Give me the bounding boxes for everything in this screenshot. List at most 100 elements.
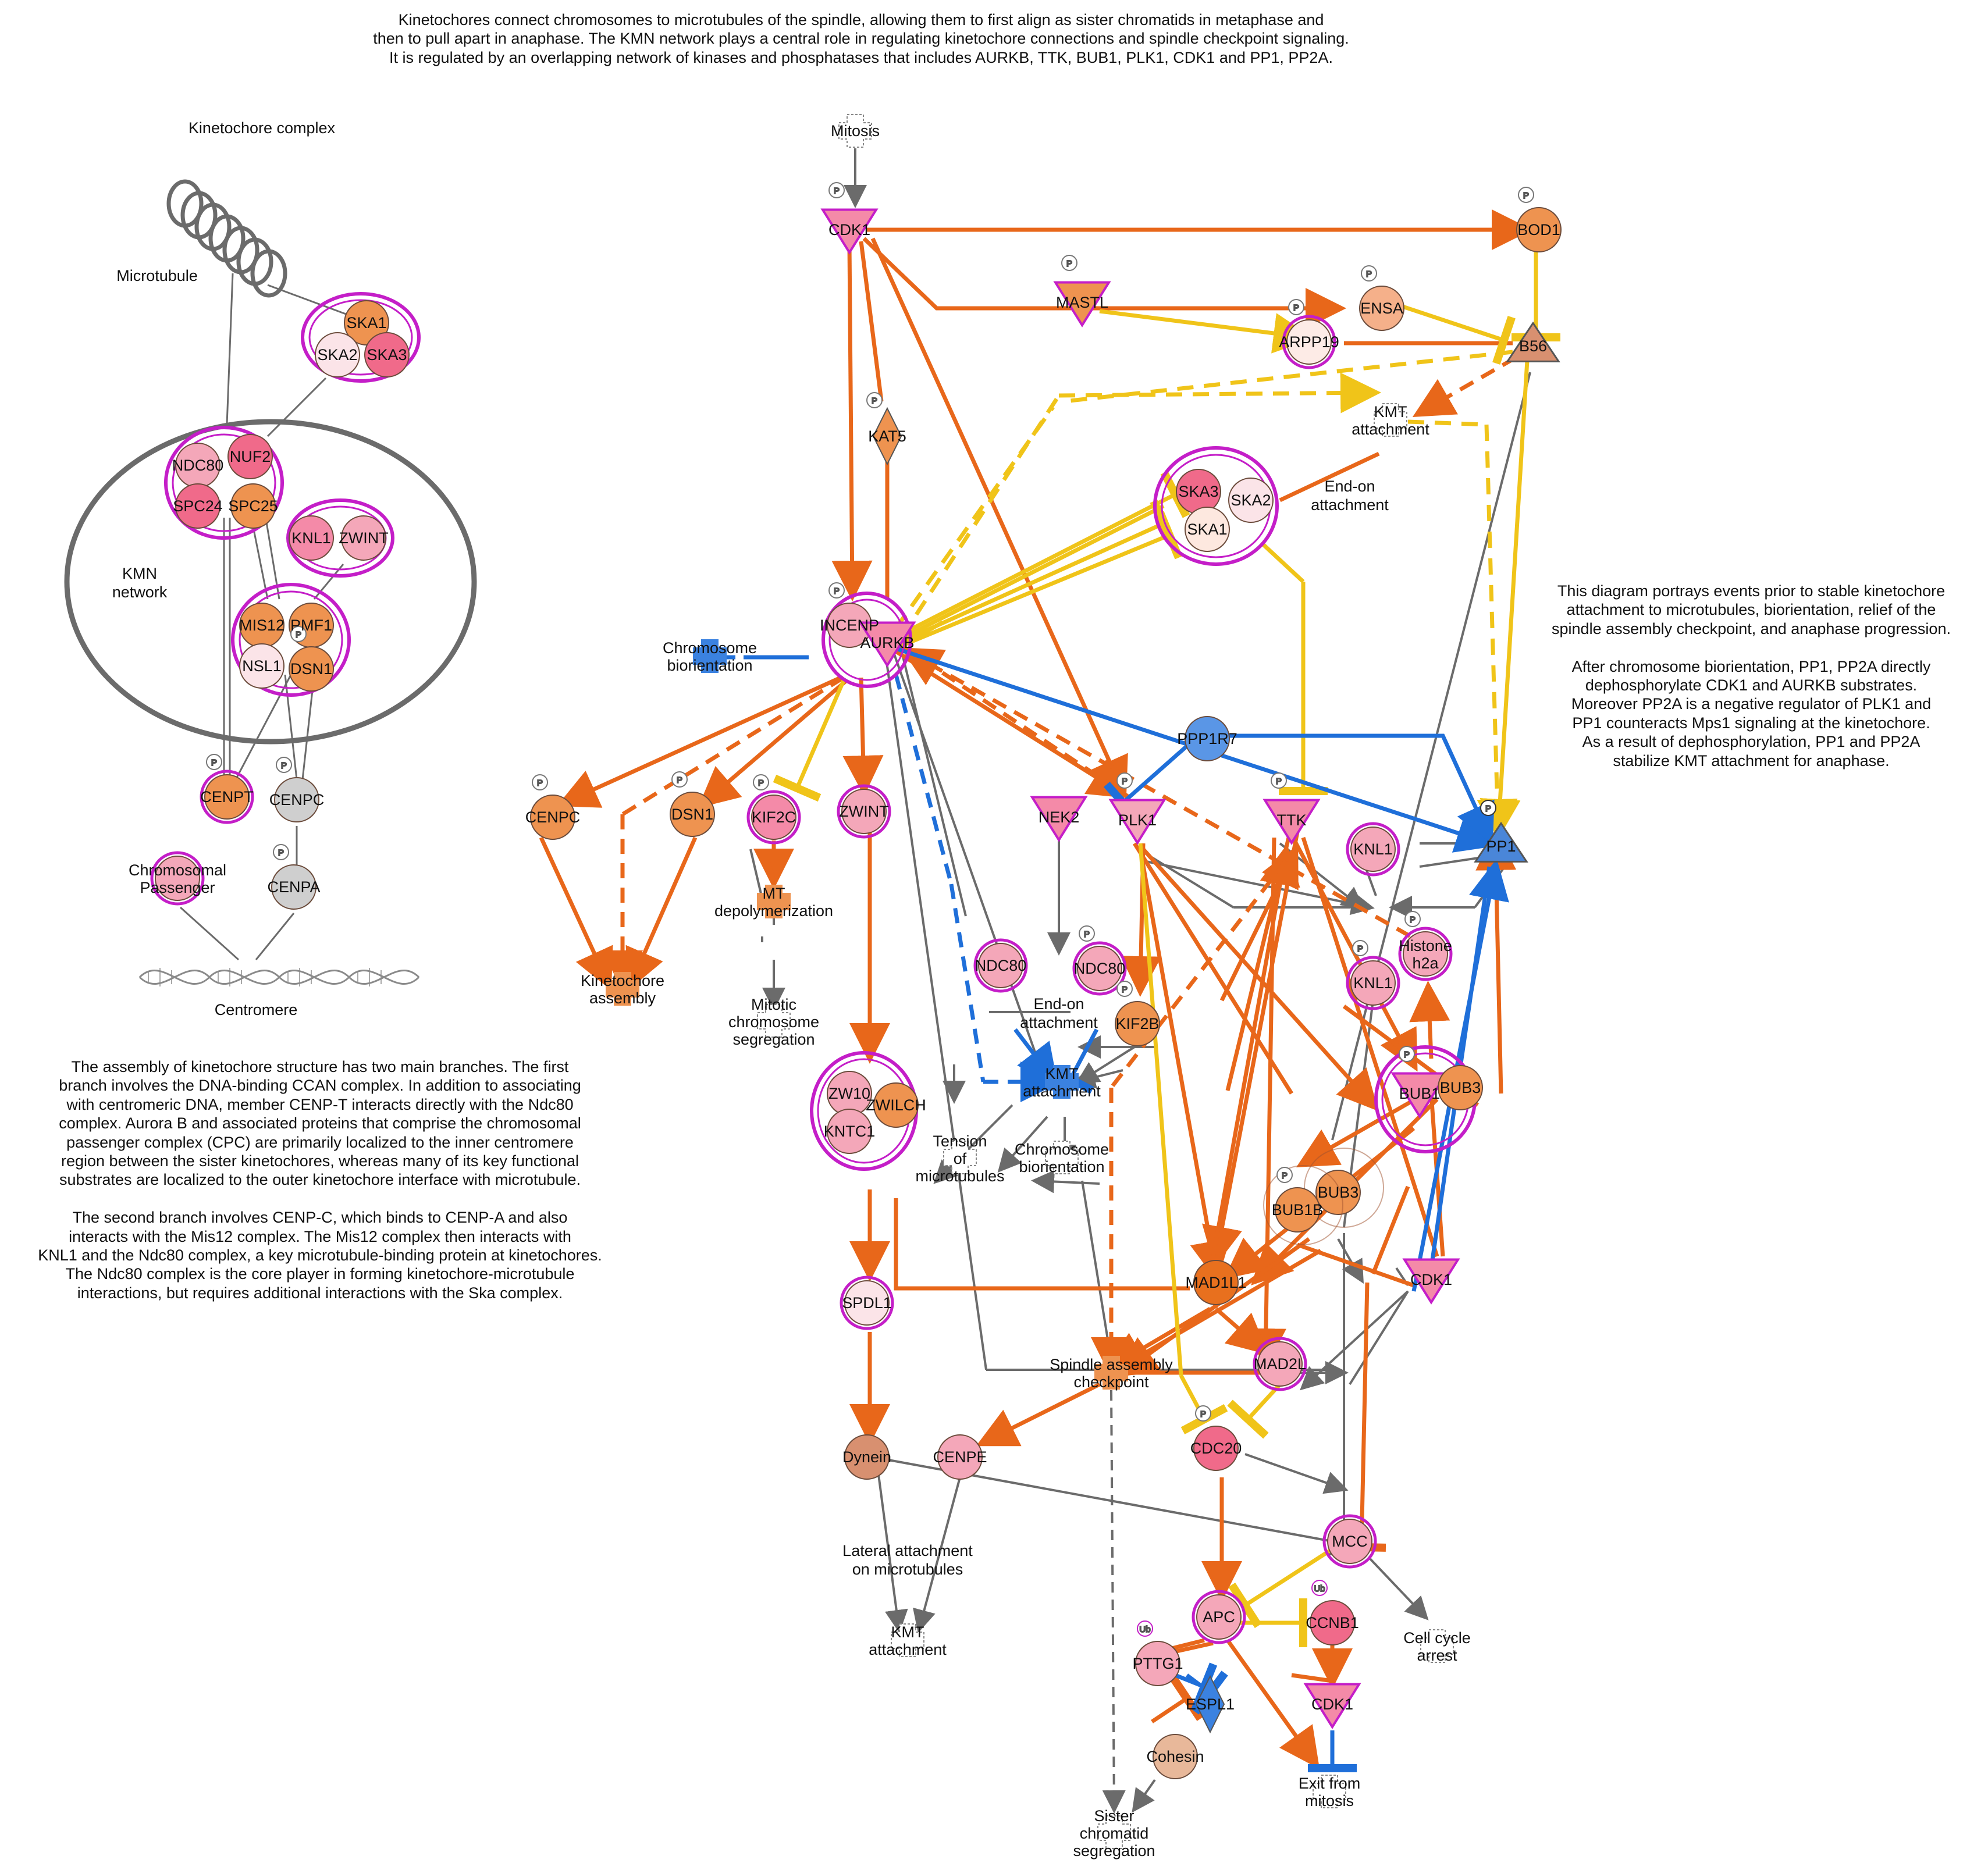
node-knl1-l[interactable] (289, 515, 334, 561)
node-cenpa-l[interactable]: P (271, 844, 316, 910)
node-arpp19[interactable]: P (1282, 299, 1336, 369)
modification-badge-icon (1311, 1580, 1328, 1596)
node-nuf2-l[interactable] (227, 434, 273, 479)
microtubule-label: Microtubule (116, 267, 198, 284)
node-kat5[interactable]: P (866, 392, 902, 466)
node-plk1[interactable]: P (1108, 772, 1167, 845)
node-kmt-att-top[interactable] (1374, 403, 1407, 437)
node-kmt-att-mid[interactable] (1045, 1065, 1079, 1099)
node-bod1[interactable]: P (1516, 187, 1562, 252)
node-cenpc-l[interactable]: P (274, 757, 319, 822)
modification-badge-icon (1399, 1046, 1415, 1062)
node-pttg1[interactable]: Ub (1135, 1620, 1180, 1686)
node-dsn1-l[interactable]: P (289, 626, 334, 692)
node-cdc20[interactable]: P (1193, 1405, 1239, 1471)
node-kmt-att-bot[interactable] (891, 1623, 924, 1657)
node-spc25-l[interactable] (230, 483, 276, 529)
node-label: CENPC (525, 808, 581, 826)
node-knl1-a[interactable] (1346, 822, 1400, 877)
node-pp1[interactable]: P (1474, 800, 1528, 863)
node-mad2l[interactable] (1253, 1337, 1307, 1391)
node-label: SPC25 (228, 497, 278, 515)
modification-badge-icon (206, 754, 222, 770)
node-ska2-l[interactable] (315, 332, 360, 377)
node-nsl1-l[interactable] (239, 643, 284, 689)
node-chromo-bio-2[interactable] (1045, 1141, 1079, 1174)
node-kntc1[interactable] (827, 1109, 872, 1154)
node-label: KAT5 (868, 428, 906, 445)
node-nek2[interactable] (1030, 796, 1088, 842)
node-ndc80-b[interactable]: P (1072, 925, 1127, 996)
lateral-attachment-label: Lateral attachment on microtubules (842, 1542, 973, 1579)
node-ppp1r7[interactable] (1185, 716, 1230, 761)
node-b56[interactable] (1506, 321, 1560, 362)
node-mcc[interactable] (1322, 1514, 1377, 1569)
node-ttk[interactable]: P (1262, 772, 1321, 845)
node-label: AURKB (860, 634, 914, 651)
node-spc24-l[interactable] (175, 483, 221, 529)
node-label: NEK2 (1039, 808, 1080, 826)
node-dsn1-m[interactable]: P (670, 771, 715, 837)
node-dynein[interactable] (844, 1434, 890, 1480)
node-cdk1-top[interactable]: P (820, 182, 879, 255)
modification-badge-icon (1518, 187, 1534, 203)
node-exit-mitosis[interactable] (1313, 1775, 1346, 1808)
node-cenpt-l[interactable]: P (200, 754, 254, 824)
node-zwilch[interactable] (873, 1082, 919, 1128)
node-label: CDC20 (1190, 1440, 1242, 1457)
node-cohesin[interactable] (1153, 1734, 1198, 1779)
node-tension[interactable] (943, 1141, 977, 1174)
node-label: DSN1 (671, 806, 713, 823)
node-zwint-m[interactable] (837, 784, 891, 839)
modification-badge-icon (1271, 772, 1287, 789)
modification-badge-label: P (537, 778, 543, 788)
node-apc[interactable] (1192, 1590, 1246, 1644)
node-cdk1-mid[interactable] (1402, 1258, 1460, 1305)
node-label: KNL1 (1353, 840, 1393, 858)
node-ensa[interactable]: P (1359, 265, 1404, 331)
node-ccnb1[interactable]: Ub (1310, 1580, 1355, 1645)
node-kif2c[interactable]: P (746, 774, 801, 845)
node-bub1[interactable]: P (1390, 1046, 1449, 1119)
node-ska2-b[interactable] (1228, 478, 1274, 523)
modification-badge-icon (1061, 255, 1077, 271)
node-bub3-b[interactable] (1304, 1148, 1384, 1228)
node-mt-depoly[interactable] (757, 885, 791, 918)
node-kinetochore-assembly[interactable] (606, 972, 639, 1006)
node-mastl[interactable]: P (1053, 255, 1111, 327)
node-sac[interactable] (1094, 1356, 1128, 1390)
node-chromo-pass[interactable] (150, 851, 205, 906)
modification-badge-label: P (278, 848, 284, 858)
node-cdk1-bot[interactable] (1303, 1683, 1361, 1729)
node-mad1l1[interactable] (1193, 1260, 1239, 1305)
node-sister-seg[interactable] (1097, 1815, 1131, 1849)
node-mitotic-seg[interactable] (757, 1004, 791, 1038)
node-bub3-a[interactable] (1438, 1065, 1483, 1110)
node-kif2b[interactable]: P (1115, 981, 1160, 1046)
node-label: PP1 (1486, 838, 1516, 855)
modification-badge-icon (1116, 772, 1133, 789)
node-cell-cycle-arrest[interactable] (1420, 1629, 1454, 1663)
node-cenpe[interactable] (937, 1434, 983, 1480)
node-histone[interactable]: P (1398, 911, 1453, 981)
node-ska3-l[interactable] (364, 332, 410, 377)
node-chromo-bio-1[interactable] (693, 639, 727, 673)
node-label: PPP1R7 (1177, 730, 1237, 747)
node-mitosis[interactable] (838, 114, 872, 148)
node-knl1-b[interactable]: P (1346, 940, 1400, 1010)
node-spdl1[interactable] (840, 1276, 894, 1330)
node-espl1[interactable] (1195, 1675, 1225, 1734)
node-label: Dynein (842, 1448, 891, 1466)
node-ndc80-a[interactable] (973, 938, 1028, 993)
node-cenpc-m[interactable]: P (530, 774, 575, 840)
modification-badge-icon (671, 771, 688, 788)
node-bub1b[interactable]: P (1263, 1165, 1343, 1245)
node-label: PMF1 (290, 617, 332, 634)
node-aurkb[interactable] (858, 621, 916, 668)
node-ska1-b[interactable] (1185, 507, 1230, 552)
end-on-attachment-label-1: End-on attachment (1311, 478, 1389, 514)
node-zwint-l[interactable] (341, 515, 386, 561)
